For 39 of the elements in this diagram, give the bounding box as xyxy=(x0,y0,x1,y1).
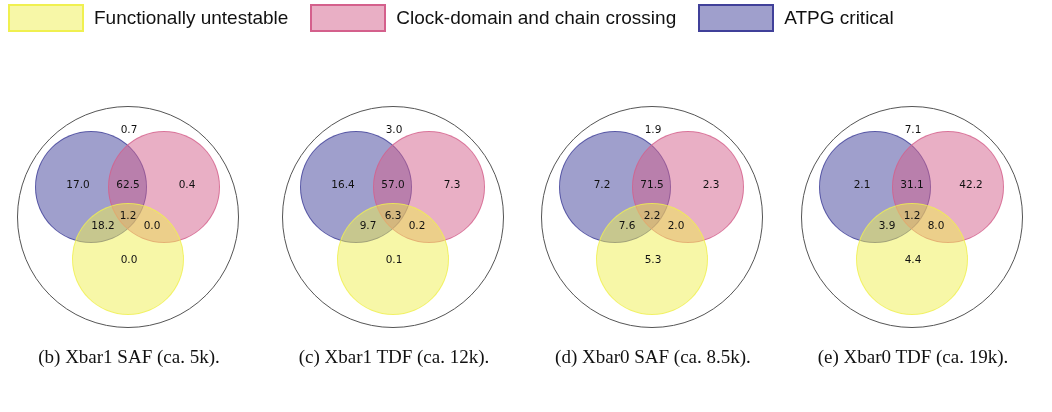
region-value: 31.1 xyxy=(900,178,924,190)
region-value: 5.3 xyxy=(644,253,662,265)
region-value: 2.0 xyxy=(667,219,685,231)
region-value: 0.0 xyxy=(120,253,138,265)
region-value: 2.1 xyxy=(853,178,871,190)
region-value: 7.3 xyxy=(443,178,461,190)
region-value: 0.1 xyxy=(385,253,403,265)
region-value: 62.5 xyxy=(116,178,140,190)
region-value: 7.1 xyxy=(904,123,922,135)
region-value: 0.0 xyxy=(143,219,161,231)
region-value: 1.9 xyxy=(644,123,662,135)
region-value: 0.7 xyxy=(120,123,138,135)
region-value: 1.2 xyxy=(119,209,137,221)
legend-label: Functionally untestable xyxy=(94,7,289,29)
region-value: 0.4 xyxy=(178,178,196,190)
region-value: 2.2 xyxy=(643,209,661,221)
panel-caption: (b) Xbar1 SAF (ca. 5k). xyxy=(37,346,221,369)
region-value: 16.4 xyxy=(331,178,355,190)
region-value: 2.3 xyxy=(702,178,720,190)
region-value: 3.9 xyxy=(878,219,896,231)
region-value: 57.0 xyxy=(381,178,405,190)
region-value: 1.2 xyxy=(903,209,921,221)
panel-caption: (d) Xbar0 SAF (ca. 8.5k). xyxy=(554,346,752,369)
region-value: 4.4 xyxy=(904,253,922,265)
region-value: 9.7 xyxy=(359,219,377,231)
legend-label: ATPG critical xyxy=(784,7,894,29)
region-value: 7.6 xyxy=(618,219,636,231)
region-value: 17.0 xyxy=(66,178,90,190)
region-value: 8.0 xyxy=(927,219,945,231)
region-value: 6.3 xyxy=(384,209,402,221)
region-value: 7.2 xyxy=(593,178,611,190)
region-value: 42.2 xyxy=(959,178,983,190)
region-value: 71.5 xyxy=(640,178,664,190)
legend-label: Clock-domain and chain crossing xyxy=(396,7,677,29)
region-value: 3.0 xyxy=(385,123,403,135)
region-value: 0.2 xyxy=(408,219,426,231)
region-value: 18.2 xyxy=(91,219,115,231)
panel-caption: (c) Xbar1 TDF (ca. 12k). xyxy=(297,346,491,369)
panel-caption: (e) Xbar0 TDF (ca. 19k). xyxy=(816,346,1010,369)
